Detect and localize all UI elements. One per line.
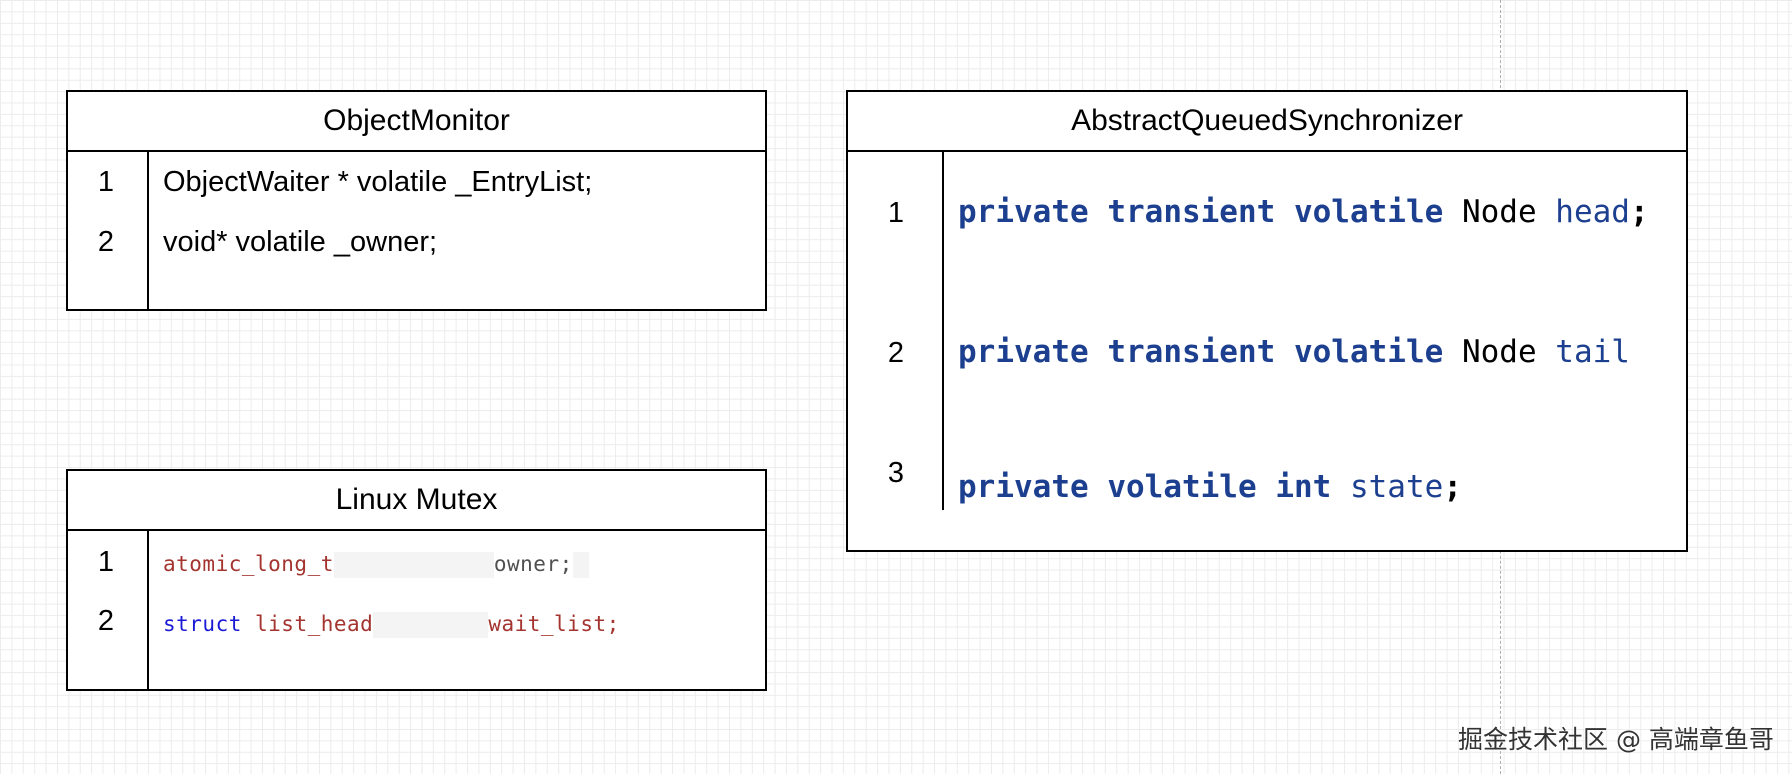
java-keyword: private bbox=[958, 469, 1089, 505]
c-field: wait_list; bbox=[488, 612, 620, 636]
aqs-row: private transient volatile Node tail bbox=[958, 334, 1630, 370]
java-semicolon: ; bbox=[1443, 469, 1462, 505]
line-number: 1 bbox=[887, 197, 905, 229]
c-type: atomic_long_t bbox=[163, 552, 334, 576]
line-number: 2 bbox=[887, 337, 905, 369]
c-type: list_head bbox=[255, 612, 374, 636]
java-keyword: int bbox=[1275, 469, 1332, 505]
code-highlight-gap bbox=[572, 552, 589, 578]
aqs-row: private transient volatile Node head; bbox=[958, 194, 1649, 230]
object-monitor-box: ObjectMonitor 1 ObjectWaiter * volatile … bbox=[66, 90, 767, 311]
object-monitor-row: ObjectWaiter * volatile _EntryList; bbox=[163, 166, 593, 198]
code-highlight-gap bbox=[333, 552, 494, 578]
java-keyword: private bbox=[958, 194, 1089, 230]
line-number: 3 bbox=[887, 457, 905, 489]
aqs-box: AbstractQueuedSynchronizer 1 private tra… bbox=[846, 90, 1688, 552]
java-keyword: transient bbox=[1107, 334, 1276, 370]
line-number-divider bbox=[147, 529, 149, 689]
linux-mutex-box: Linux Mutex 1 atomic_long_t owner; 2 stru… bbox=[66, 469, 767, 691]
java-semicolon: ; bbox=[1629, 194, 1649, 230]
object-monitor-title: ObjectMonitor bbox=[68, 92, 765, 152]
c-field: owner; bbox=[493, 552, 573, 576]
java-field-name: tail bbox=[1555, 334, 1630, 370]
code-highlight-gap bbox=[373, 612, 489, 638]
line-number-divider bbox=[147, 150, 149, 309]
line-number: 1 bbox=[97, 166, 115, 198]
linux-mutex-row: atomic_long_t owner; bbox=[163, 552, 589, 578]
java-keyword: private bbox=[958, 334, 1089, 370]
java-field-name: head bbox=[1555, 194, 1630, 230]
java-keyword: transient bbox=[1107, 194, 1276, 230]
aqs-row: private volatile int state; bbox=[958, 469, 1462, 505]
object-monitor-row: void* volatile _owner; bbox=[163, 226, 438, 258]
java-type: Node bbox=[1461, 194, 1537, 230]
c-keyword: struct bbox=[163, 612, 242, 636]
linux-mutex-title: Linux Mutex bbox=[68, 471, 765, 531]
java-field-name: state bbox=[1349, 469, 1444, 505]
linux-mutex-row: struct list_head wait_list; bbox=[163, 612, 620, 638]
line-number: 2 bbox=[97, 605, 115, 637]
watermark: 掘金技术社区 @ 高端章鱼哥 bbox=[1458, 725, 1774, 754]
line-number: 2 bbox=[97, 226, 115, 258]
java-keyword: volatile bbox=[1293, 334, 1444, 370]
java-keyword: volatile bbox=[1293, 194, 1444, 230]
java-keyword: volatile bbox=[1107, 469, 1257, 505]
java-type: Node bbox=[1461, 334, 1537, 370]
line-number: 1 bbox=[97, 546, 115, 578]
line-number-divider bbox=[942, 150, 944, 510]
aqs-title: AbstractQueuedSynchronizer bbox=[848, 92, 1686, 152]
